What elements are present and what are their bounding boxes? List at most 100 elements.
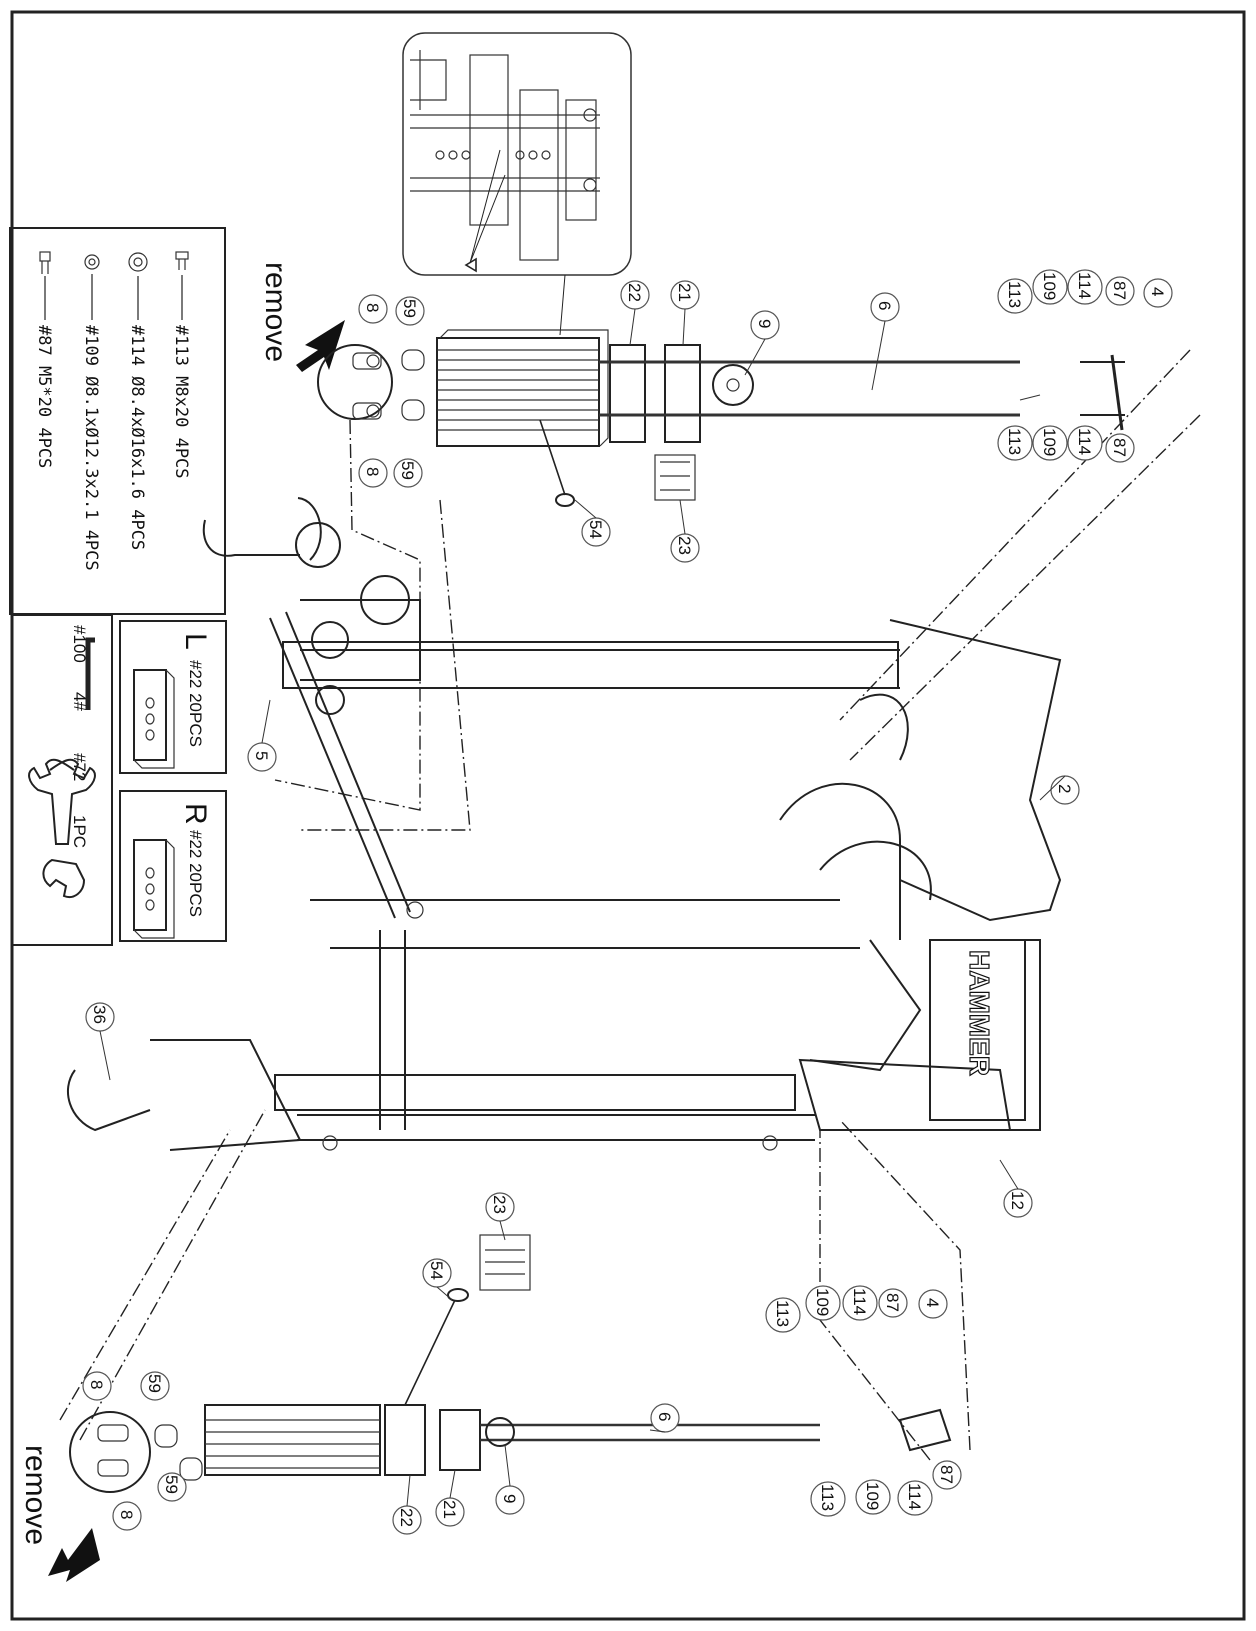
- wrench-icon: [28, 758, 96, 898]
- callout-87-bottom-left: 87: [878, 1288, 908, 1318]
- callout-4-bottom: 4: [918, 1289, 948, 1319]
- hardware-legend: #113 M8x20 4PCS #114 Ø8.4xØ16x1.6 4PCS #…: [9, 227, 226, 615]
- handle-36: [66, 1069, 151, 1132]
- svg-text:6: 6: [875, 301, 894, 310]
- callout-113-bottom-right: 113: [810, 1481, 846, 1517]
- callout-54-top: 54: [581, 517, 611, 547]
- selector-pin-54-top: [555, 493, 575, 507]
- callout-109-top-left: 109: [1032, 269, 1068, 305]
- callout-4-top: 4: [1143, 278, 1173, 308]
- svg-text:87: 87: [1110, 438, 1129, 457]
- callout-113-top-right: 113: [997, 425, 1033, 461]
- tools-box: #100 4# #72 1PC: [11, 614, 113, 946]
- svg-text:113: 113: [1005, 428, 1024, 455]
- callout-8-top-right: 8: [358, 458, 388, 488]
- plate-right-letter: R: [179, 803, 212, 825]
- svg-text:59: 59: [162, 1475, 181, 1494]
- weight-stack-bottom: [69, 1234, 952, 1493]
- plate-left-count: #22 20PCS: [186, 660, 205, 747]
- callout-2: 2: [1050, 775, 1080, 805]
- legend-item-87: #87 M5*20 4PCS: [34, 325, 54, 468]
- callout-59-top-right: 59: [393, 458, 423, 488]
- svg-text:36: 36: [90, 1005, 109, 1024]
- svg-text:6: 6: [655, 1412, 674, 1421]
- tool-wrench-qty: 1PC: [70, 815, 89, 848]
- callout-59-top-left: 59: [395, 296, 425, 326]
- callout-12: 12: [1003, 1188, 1033, 1218]
- svg-text:59: 59: [398, 461, 417, 480]
- remove-label-bottom: remove: [19, 1445, 52, 1545]
- svg-text:109: 109: [1040, 428, 1059, 456]
- callout-5: 5: [247, 742, 277, 772]
- svg-text:21: 21: [440, 1500, 459, 1519]
- bench-pad: [929, 939, 1026, 1121]
- pulley-9-top: [712, 364, 754, 406]
- plate-box-left: L #22 20PCS: [119, 620, 227, 774]
- svg-text:22: 22: [625, 283, 644, 302]
- callout-8-top-left: 8: [358, 294, 388, 324]
- upright-bottom-column: [274, 1074, 796, 1111]
- leader-lines: [99, 308, 1066, 1507]
- handle-5: [202, 519, 300, 557]
- upright-top-column: [282, 641, 899, 689]
- legend-item-109: #109 Ø8.1xØ12.3x2.1 4PCS: [81, 325, 101, 571]
- callout-113-top-left: 113: [997, 278, 1033, 314]
- svg-text:113: 113: [818, 1484, 837, 1511]
- svg-text:23: 23: [490, 1195, 509, 1214]
- tool-key-size: 4#: [70, 692, 89, 711]
- brand-logo-text: HAMMER: [964, 950, 995, 1076]
- plate-left-icon: [133, 669, 175, 769]
- callout-87-top-right: 87: [1105, 433, 1135, 463]
- svg-text:12: 12: [1008, 1191, 1027, 1210]
- svg-text:8: 8: [87, 1380, 106, 1389]
- bracket-4-top: [1110, 354, 1124, 431]
- svg-text:2: 2: [1055, 784, 1074, 793]
- svg-text:4: 4: [1148, 287, 1167, 296]
- part-23-top: [654, 454, 696, 501]
- spring-washer-icon: [84, 254, 100, 270]
- callout-114-bottom-left: 114: [842, 1285, 878, 1321]
- svg-text:113: 113: [773, 1300, 792, 1327]
- callout-114-top-left: 114: [1067, 269, 1103, 305]
- callout-6-bottom: 6: [650, 1403, 680, 1433]
- svg-text:109: 109: [813, 1288, 832, 1316]
- callout-6-top: 6: [870, 292, 900, 322]
- svg-text:4: 4: [923, 1298, 942, 1307]
- svg-text:109: 109: [1040, 272, 1059, 300]
- detail-inset: [402, 32, 632, 336]
- callout-109-top-right: 109: [1032, 425, 1068, 461]
- svg-text:5: 5: [252, 751, 271, 760]
- plate-21-top: [664, 344, 701, 443]
- svg-text:21: 21: [675, 283, 694, 302]
- plate-22-top: [609, 344, 646, 443]
- washer-icon: [128, 252, 148, 272]
- svg-text:8: 8: [363, 467, 382, 476]
- svg-text:59: 59: [145, 1374, 164, 1393]
- callout-22-bottom: 22: [392, 1505, 422, 1535]
- callout-114-bottom-right: 114: [897, 1480, 933, 1516]
- svg-text:8: 8: [363, 303, 382, 312]
- remove-arrow-top: remove: [259, 262, 345, 372]
- legend-item-113: #113 M8x20 4PCS: [171, 325, 191, 479]
- svg-text:113: 113: [1005, 281, 1024, 308]
- callout-114-top-right: 114: [1067, 425, 1103, 461]
- callout-23-top: 23: [670, 533, 700, 563]
- remove-arrow-bottom: remove: [19, 1445, 100, 1582]
- callout-21-top: 21: [670, 280, 700, 310]
- svg-text:87: 87: [883, 1293, 902, 1312]
- svg-text:114: 114: [1075, 428, 1094, 455]
- guide-lines: [59, 349, 1201, 1461]
- remove-label-top: remove: [259, 262, 292, 362]
- hex-key-icon: [85, 637, 95, 710]
- plate-right-icon: [133, 839, 175, 939]
- weight-stack-top: [317, 329, 1125, 507]
- svg-text:54: 54: [586, 520, 605, 539]
- callout-36: 36: [85, 1002, 115, 1032]
- plate-box-right: R #22 20PCS: [119, 790, 227, 942]
- callouts: 8 59 8 59 22 21 9 6 113 109 114 87 4 87 …: [82, 269, 1173, 1535]
- weight-plates-top: [436, 329, 609, 447]
- plate-right-count: #22 20PCS: [186, 830, 205, 917]
- svg-text:9: 9: [755, 319, 774, 328]
- svg-text:59: 59: [400, 299, 419, 318]
